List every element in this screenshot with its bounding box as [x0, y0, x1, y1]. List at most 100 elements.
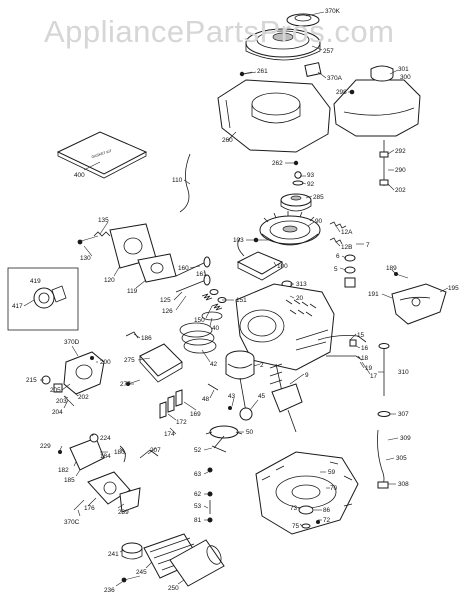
- part-label-75: 75: [292, 523, 300, 530]
- part-label-370d: 370D: [64, 339, 80, 346]
- part-label-200: 200: [100, 359, 111, 366]
- decal-part: [304, 62, 322, 77]
- part-label-150: 150: [194, 317, 205, 324]
- part-label-174: 174: [164, 431, 175, 438]
- part-label-301: 301: [398, 66, 409, 73]
- part-number-labels: 370K 257 261 370A 301 300 298 260 292 29…: [12, 8, 459, 594]
- part-label-86: 86: [323, 507, 331, 514]
- governor-linkage-part: [317, 335, 367, 361]
- part-label-202: 202: [78, 394, 89, 401]
- part-label-313: 313: [296, 281, 307, 288]
- part-label-63: 63: [194, 471, 202, 478]
- part-label-262: 262: [272, 160, 283, 167]
- part-label-191: 191: [368, 291, 379, 298]
- part-label-43: 43: [228, 393, 236, 400]
- connecting-rod-part: [228, 377, 253, 421]
- part-label-42: 42: [210, 361, 218, 368]
- wire-186-part: [125, 331, 139, 339]
- part-label-119: 119: [127, 288, 138, 295]
- brake-bracket-part: [391, 272, 447, 325]
- part-label-180: 180: [114, 449, 125, 456]
- screw-103-part: [253, 237, 268, 243]
- part-label-250: 250: [168, 585, 179, 592]
- part-label-224: 224: [100, 435, 111, 442]
- part-label-20: 20: [296, 295, 304, 302]
- ignition-module-part: [236, 237, 284, 281]
- part-label-205: 205: [50, 387, 61, 394]
- part-label-19: 19: [365, 365, 373, 372]
- part-label-195: 195: [448, 285, 459, 292]
- starter-cup-part: [280, 193, 312, 212]
- gear-part: [121, 542, 143, 560]
- valves-part: [175, 256, 211, 293]
- screw-261-part: [239, 71, 253, 77]
- part-label-257: 257: [323, 48, 334, 55]
- part-label-70: 70: [330, 485, 338, 492]
- part-label-45: 45: [258, 393, 266, 400]
- tappets-part: [159, 389, 183, 419]
- exhaust-muffler-part: [143, 533, 225, 587]
- part-label-90: 90: [315, 218, 323, 225]
- part-label-110: 110: [172, 177, 183, 184]
- part-label-2: 2: [260, 362, 264, 369]
- part-label-103: 103: [233, 237, 244, 244]
- part-label-203: 203: [56, 398, 67, 405]
- part-label-120: 120: [104, 277, 115, 284]
- part-label-419: 419: [30, 278, 41, 285]
- part-label-309: 309: [400, 435, 411, 442]
- part-label-62: 62: [194, 491, 202, 498]
- part-label-7: 7: [366, 242, 370, 249]
- leader-lines: [40, 11, 449, 587]
- part-label-6: 6: [336, 253, 340, 260]
- part-label-215: 215: [26, 377, 37, 384]
- part-label-370k: 370K: [325, 8, 341, 15]
- part-label-72: 72: [323, 517, 331, 524]
- part-label-236: 236: [104, 587, 115, 594]
- part-label-16: 16: [361, 345, 369, 352]
- part-label-229: 229: [40, 443, 51, 450]
- fuel-tank-part: [333, 65, 421, 137]
- part-label-370c: 370C: [64, 519, 80, 526]
- part-label-161: 161: [196, 271, 207, 278]
- blower-housing-part: [217, 79, 331, 153]
- screw-236-part: [121, 575, 141, 583]
- part-label-400: 400: [74, 172, 85, 179]
- part-label-182: 182: [58, 467, 69, 474]
- fuel-line-part: [379, 140, 389, 186]
- air-filter-part: [126, 343, 183, 386]
- part-label-189: 189: [386, 265, 397, 272]
- part-label-126: 126: [162, 308, 173, 315]
- part-label-100: 100: [277, 263, 288, 270]
- part-label-176: 176: [84, 505, 95, 512]
- part-label-305: 305: [396, 455, 407, 462]
- part-label-307: 307: [398, 411, 409, 418]
- fuel-cap-part: [286, 13, 320, 27]
- part-label-53: 53: [194, 503, 202, 510]
- part-label-292: 292: [395, 148, 406, 155]
- part-label-130: 130: [80, 255, 91, 262]
- part-label-417: 417: [12, 303, 23, 310]
- part-label-310: 310: [398, 369, 409, 376]
- part-label-50: 50: [246, 429, 254, 436]
- part-label-185: 185: [64, 477, 75, 484]
- oil-seal-part: [298, 505, 320, 529]
- part-label-18: 18: [361, 355, 369, 362]
- part-label-202-top: 202: [395, 187, 406, 194]
- part-label-135: 135: [98, 217, 109, 224]
- part-label-17: 17: [370, 373, 378, 380]
- oil-sump-part: [255, 451, 359, 535]
- flywheel-nut-part: [292, 171, 304, 186]
- rewind-starter-part: [245, 28, 321, 61]
- part-label-93: 93: [307, 172, 315, 179]
- part-label-370a: 370A: [327, 75, 343, 82]
- part-label-172: 172: [176, 419, 187, 426]
- part-label-260: 260: [222, 137, 233, 144]
- part-label-184: 184: [100, 453, 111, 460]
- flywheel-part: [259, 211, 321, 246]
- part-label-40: 40: [212, 325, 220, 332]
- watermark: AppliancePartsPros.com: [44, 14, 395, 49]
- crankshaft-part: [269, 363, 303, 433]
- screw-262-part: [293, 160, 299, 166]
- part-label-277: 277: [120, 381, 131, 388]
